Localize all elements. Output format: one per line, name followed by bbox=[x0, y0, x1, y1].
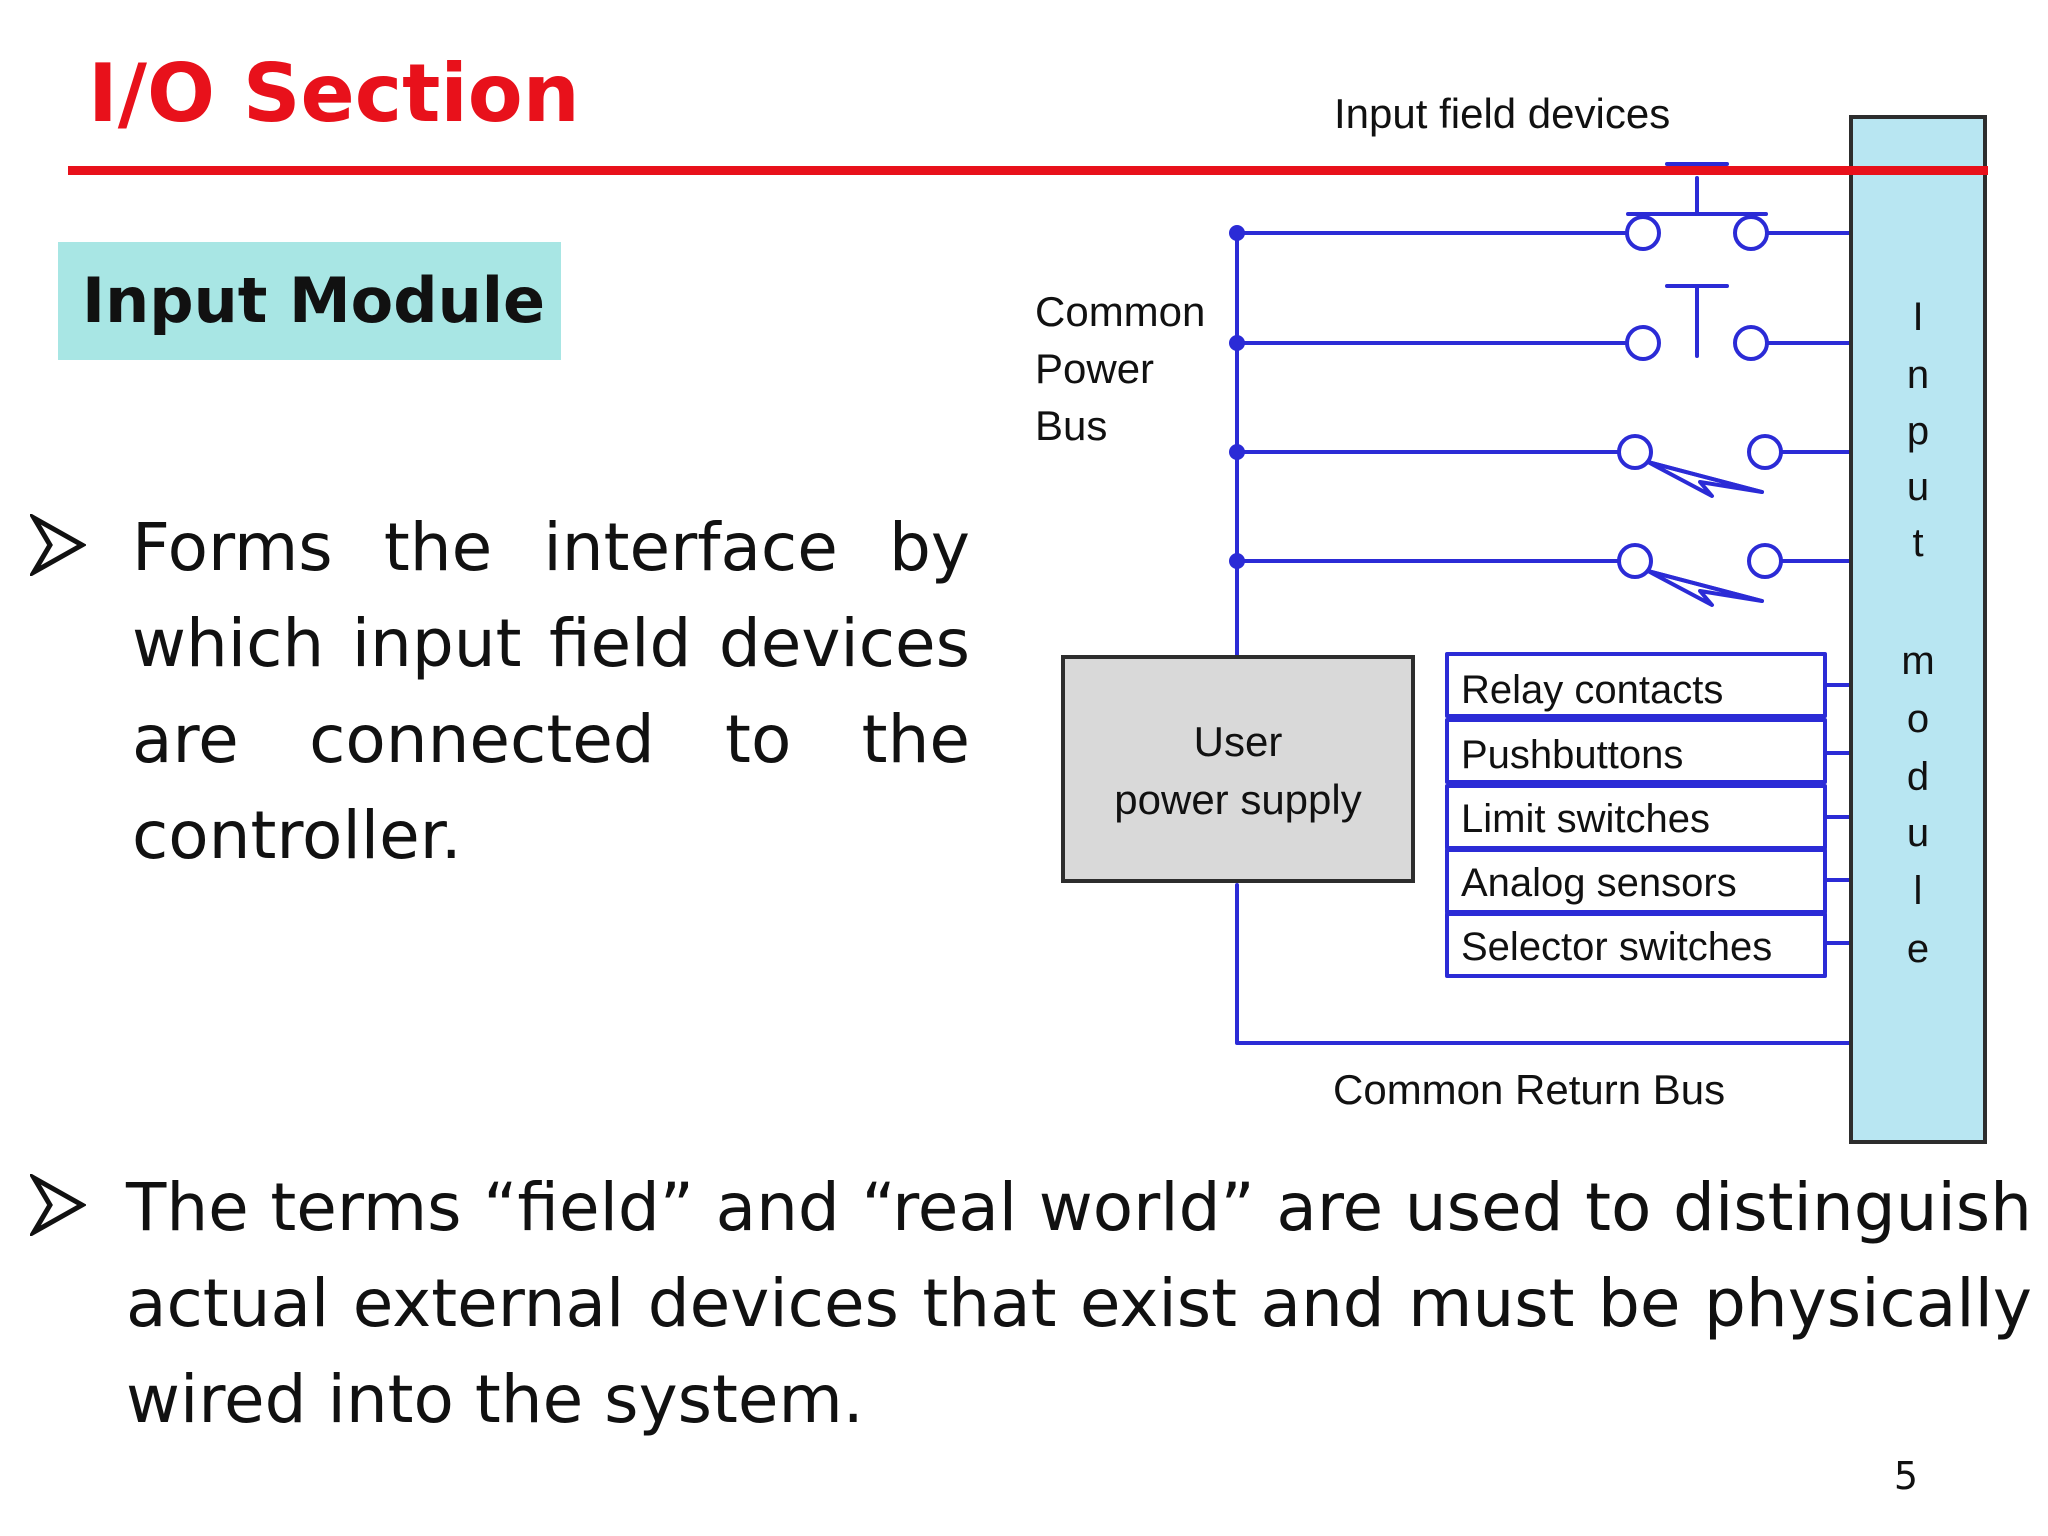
input-module-vertical-label: I n p u t m o d u l e bbox=[1901, 295, 1934, 971]
module-letter: u bbox=[1907, 811, 1929, 855]
device-label-analog-sensors: Analog sensors bbox=[1461, 861, 1737, 905]
bus-junction-dot bbox=[1229, 335, 1245, 351]
device-label-selector-switches: Selector switches bbox=[1461, 925, 1772, 969]
limit-switch-1-terminal-right bbox=[1747, 434, 1783, 470]
module-letter: t bbox=[1912, 521, 1923, 565]
bullet-item: The terms “field” and “real world” are u… bbox=[30, 1160, 2032, 1460]
user-power-supply-label-line-1: User bbox=[1194, 718, 1283, 765]
user-power-supply-box bbox=[1061, 655, 1415, 883]
module-letter: u bbox=[1907, 465, 1929, 509]
page-number: 5 bbox=[1893, 1454, 1919, 1498]
bullet-text: The terms “field” and “real world” are u… bbox=[126, 1169, 2032, 1438]
module-letter: I bbox=[1912, 295, 1923, 339]
module-letter: n bbox=[1907, 353, 1929, 397]
limit-switch-1-arm bbox=[1646, 460, 1764, 494]
title-divider bbox=[68, 166, 1988, 175]
module-letter: o bbox=[1907, 697, 1929, 741]
bus-junction-dot bbox=[1229, 553, 1245, 569]
bullet-item: Forms the interface by which input field… bbox=[30, 500, 970, 880]
pushbutton-nc-terminal-left bbox=[1625, 215, 1661, 251]
common-return-bus-label: Common Return Bus bbox=[1333, 1066, 1725, 1113]
device-box-5 bbox=[1445, 912, 1827, 978]
module-letter: e bbox=[1907, 927, 1929, 971]
input-field-devices-label: Input field devices bbox=[1334, 90, 1670, 137]
limit-switch-2-terminal-left bbox=[1617, 543, 1653, 579]
module-letter: l bbox=[1914, 869, 1923, 913]
module-letter: p bbox=[1907, 409, 1929, 453]
bus-junction-dot bbox=[1229, 225, 1245, 241]
common-return-bus-line bbox=[1235, 883, 1853, 1045]
pushbutton-no-terminal-left bbox=[1625, 325, 1661, 361]
arrowhead-bullet-icon bbox=[30, 1174, 86, 1236]
pushbutton-no-terminal-right bbox=[1733, 325, 1769, 361]
device-box-1 bbox=[1445, 652, 1827, 718]
limit-switch-2-arm bbox=[1646, 569, 1764, 603]
device-label-pushbuttons: Pushbuttons bbox=[1461, 733, 1683, 777]
slide-title: I/O Section bbox=[88, 47, 580, 140]
device-label-relay-contacts: Relay contacts bbox=[1461, 668, 1723, 712]
arrowhead-bullet-icon bbox=[30, 514, 86, 576]
limit-switch-2-terminal-right bbox=[1747, 543, 1783, 579]
common-power-bus-label-line-2: Power bbox=[1035, 345, 1154, 392]
bullet-text: Forms the interface by which input field… bbox=[132, 509, 970, 874]
user-power-supply-label-line-2: power supply bbox=[1114, 776, 1361, 823]
input-module-box bbox=[1849, 115, 1987, 1144]
module-letter: d bbox=[1907, 755, 1929, 799]
section-badge: Input Module bbox=[58, 242, 561, 360]
limit-switch-1-terminal-left bbox=[1617, 434, 1653, 470]
common-power-bus-label-line-3: Bus bbox=[1035, 402, 1107, 449]
device-box-2 bbox=[1445, 718, 1827, 784]
common-power-bus-label-line-1: Common bbox=[1035, 288, 1205, 335]
bus-junction-dot bbox=[1229, 444, 1245, 460]
device-label-limit-switches: Limit switches bbox=[1461, 797, 1710, 841]
pushbutton-nc-terminal-right bbox=[1733, 215, 1769, 251]
module-letter: m bbox=[1901, 639, 1934, 683]
